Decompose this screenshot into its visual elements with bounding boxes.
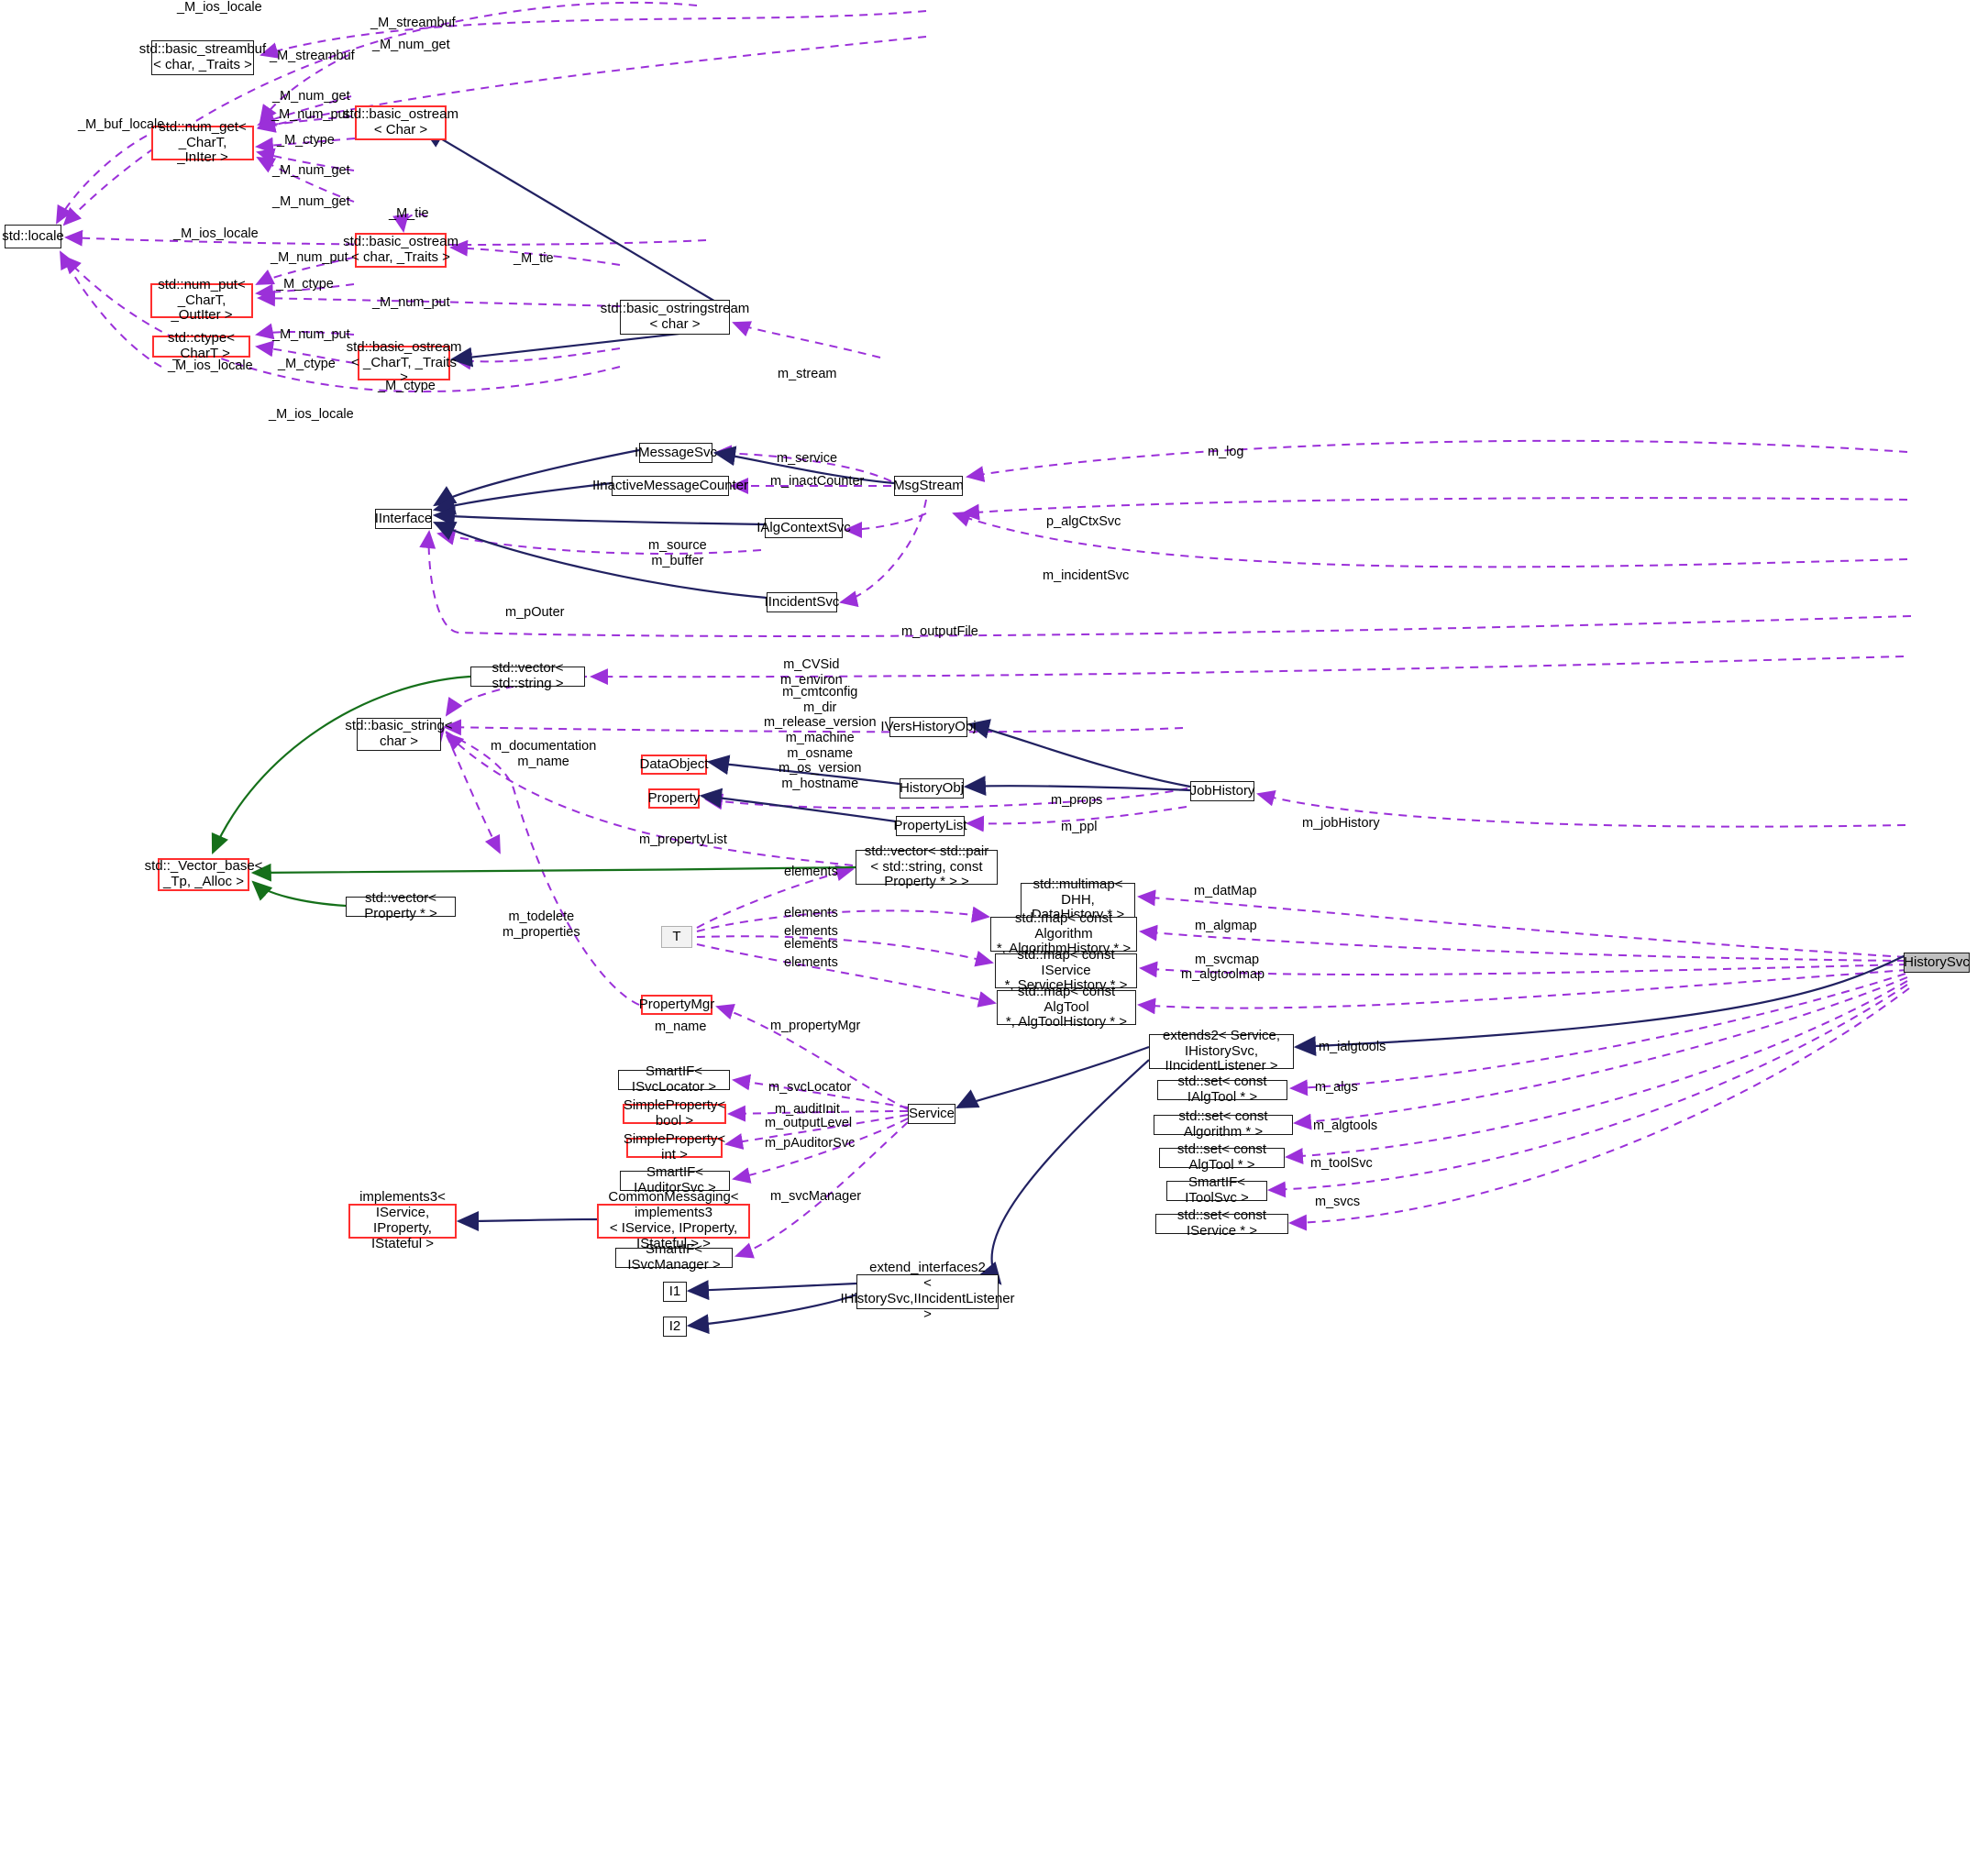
class-node-num_get[interactable]: std::num_get< _CharT, _InIter > <box>151 119 254 165</box>
class-node-IInterface[interactable]: IInterface <box>375 509 432 529</box>
class-node-map_iservice[interactable]: std::map< const IService *, ServiceHisto… <box>995 947 1137 993</box>
class-node-set_IAlgTool[interactable]: std::set< const IAlgTool * > <box>1157 1074 1287 1105</box>
class-node-PropertyList[interactable]: PropertyList <box>893 816 967 836</box>
class-node-map_algorithm[interactable]: std::map< const Algorithm *, AlgorithmHi… <box>990 910 1137 956</box>
class-node-SmartIF_IAuditorSvc[interactable]: SmartIF< IAuditorSvc > <box>620 1164 730 1195</box>
class-node-MsgStream[interactable]: MsgStream <box>893 476 964 496</box>
class-node-Service[interactable]: Service <box>908 1104 955 1124</box>
class-node-DataObject[interactable]: DataObject <box>639 755 709 775</box>
class-node-basic_streambuf[interactable]: std::basic_streambuf < char, _Traits > <box>139 40 266 75</box>
class-node-IAlgContextSvc[interactable]: IAlgContextSvc <box>757 518 851 538</box>
class-node-IIncidentSvc[interactable]: IIncidentSvc <box>765 592 839 612</box>
class-node-HistorySvc[interactable]: HistorySvc <box>1904 953 1970 973</box>
class-node-ctype[interactable]: std::ctype< _CharT > <box>152 330 250 361</box>
class-node-set_IService[interactable]: std::set< const IService * > <box>1155 1207 1288 1239</box>
class-node-SimpleProperty_bool[interactable]: SimpleProperty< bool > <box>623 1097 726 1129</box>
class-node-HistoryObj[interactable]: HistoryObj <box>900 778 964 799</box>
class-node-I1[interactable]: I1 <box>663 1282 687 1302</box>
class-node-set_Algorithm[interactable]: std::set< const Algorithm * > <box>1154 1108 1293 1140</box>
class-node-PropertyMgr[interactable]: PropertyMgr <box>639 995 714 1015</box>
class-node-map_algtool[interactable]: std::map< const AlgTool *, AlgToolHistor… <box>997 984 1136 1030</box>
class-node-ostream_char_tr[interactable]: std::basic_ostream < char, _Traits > <box>343 233 458 268</box>
class-node-basic_string[interactable]: std::basic_string< char > <box>345 718 453 751</box>
class-node-locale[interactable]: std::locale <box>2 225 64 248</box>
class-node-SmartIF_IToolSvc[interactable]: SmartIF< IToolSvc > <box>1166 1174 1267 1206</box>
class-node-ostream_CharT_tr[interactable]: std::basic_ostream < _CharT, _Traits > <box>346 338 462 386</box>
class-node-num_put[interactable]: std::num_put< _CharT, _OutIter > <box>150 277 253 323</box>
class-node-vector_property[interactable]: std::vector< Property * > <box>346 890 456 921</box>
class-node-IMessageSvc[interactable]: IMessageSvc <box>635 443 717 463</box>
class-node-Vector_base[interactable]: std::_Vector_base< _Tp, _Alloc > <box>144 858 263 891</box>
class-node-vector_string[interactable]: std::vector< std::string > <box>470 660 585 691</box>
class-node-I2[interactable]: I2 <box>663 1317 687 1337</box>
class-node-T[interactable]: T <box>661 926 692 948</box>
class-node-vector_pair[interactable]: std::vector< std::pair < std::string, co… <box>856 843 998 889</box>
class-node-set_AlgTool[interactable]: std::set< const AlgTool * > <box>1159 1141 1285 1173</box>
class-node-IVersHistoryObj[interactable]: IVersHistoryObj <box>880 717 977 737</box>
class-node-ostringstream[interactable]: std::basic_ostringstream < char > <box>601 300 749 335</box>
class-node-JobHistory[interactable]: JobHistory <box>1190 781 1254 801</box>
class-node-Property[interactable]: Property <box>648 788 700 809</box>
class-node-extends2[interactable]: extends2< Service, IHistorySvc, IInciden… <box>1149 1028 1294 1074</box>
class-node-SmartIF_ISvcManager[interactable]: SmartIF< ISvcManager > <box>615 1241 733 1273</box>
class-node-IInactiveMessageCounter[interactable]: IInactiveMessageCounter <box>592 476 748 496</box>
class-node-SimpleProperty_int[interactable]: SimpleProperty< int > <box>623 1131 726 1162</box>
class-node-extend_interfaces2[interactable]: extend_interfaces2 < IHistorySvc,IIncide… <box>840 1260 1015 1322</box>
class-node-implements3[interactable]: implements3< IService, IProperty, IState… <box>348 1190 457 1251</box>
class-node-SmartIF_ISvcLocator[interactable]: SmartIF< ISvcLocator > <box>618 1063 730 1095</box>
class-node-ostream_Char[interactable]: std::basic_ostream < Char > <box>343 105 458 140</box>
class-node-CommonMessaging[interactable]: CommonMessaging< implements3 < IService,… <box>597 1190 750 1251</box>
